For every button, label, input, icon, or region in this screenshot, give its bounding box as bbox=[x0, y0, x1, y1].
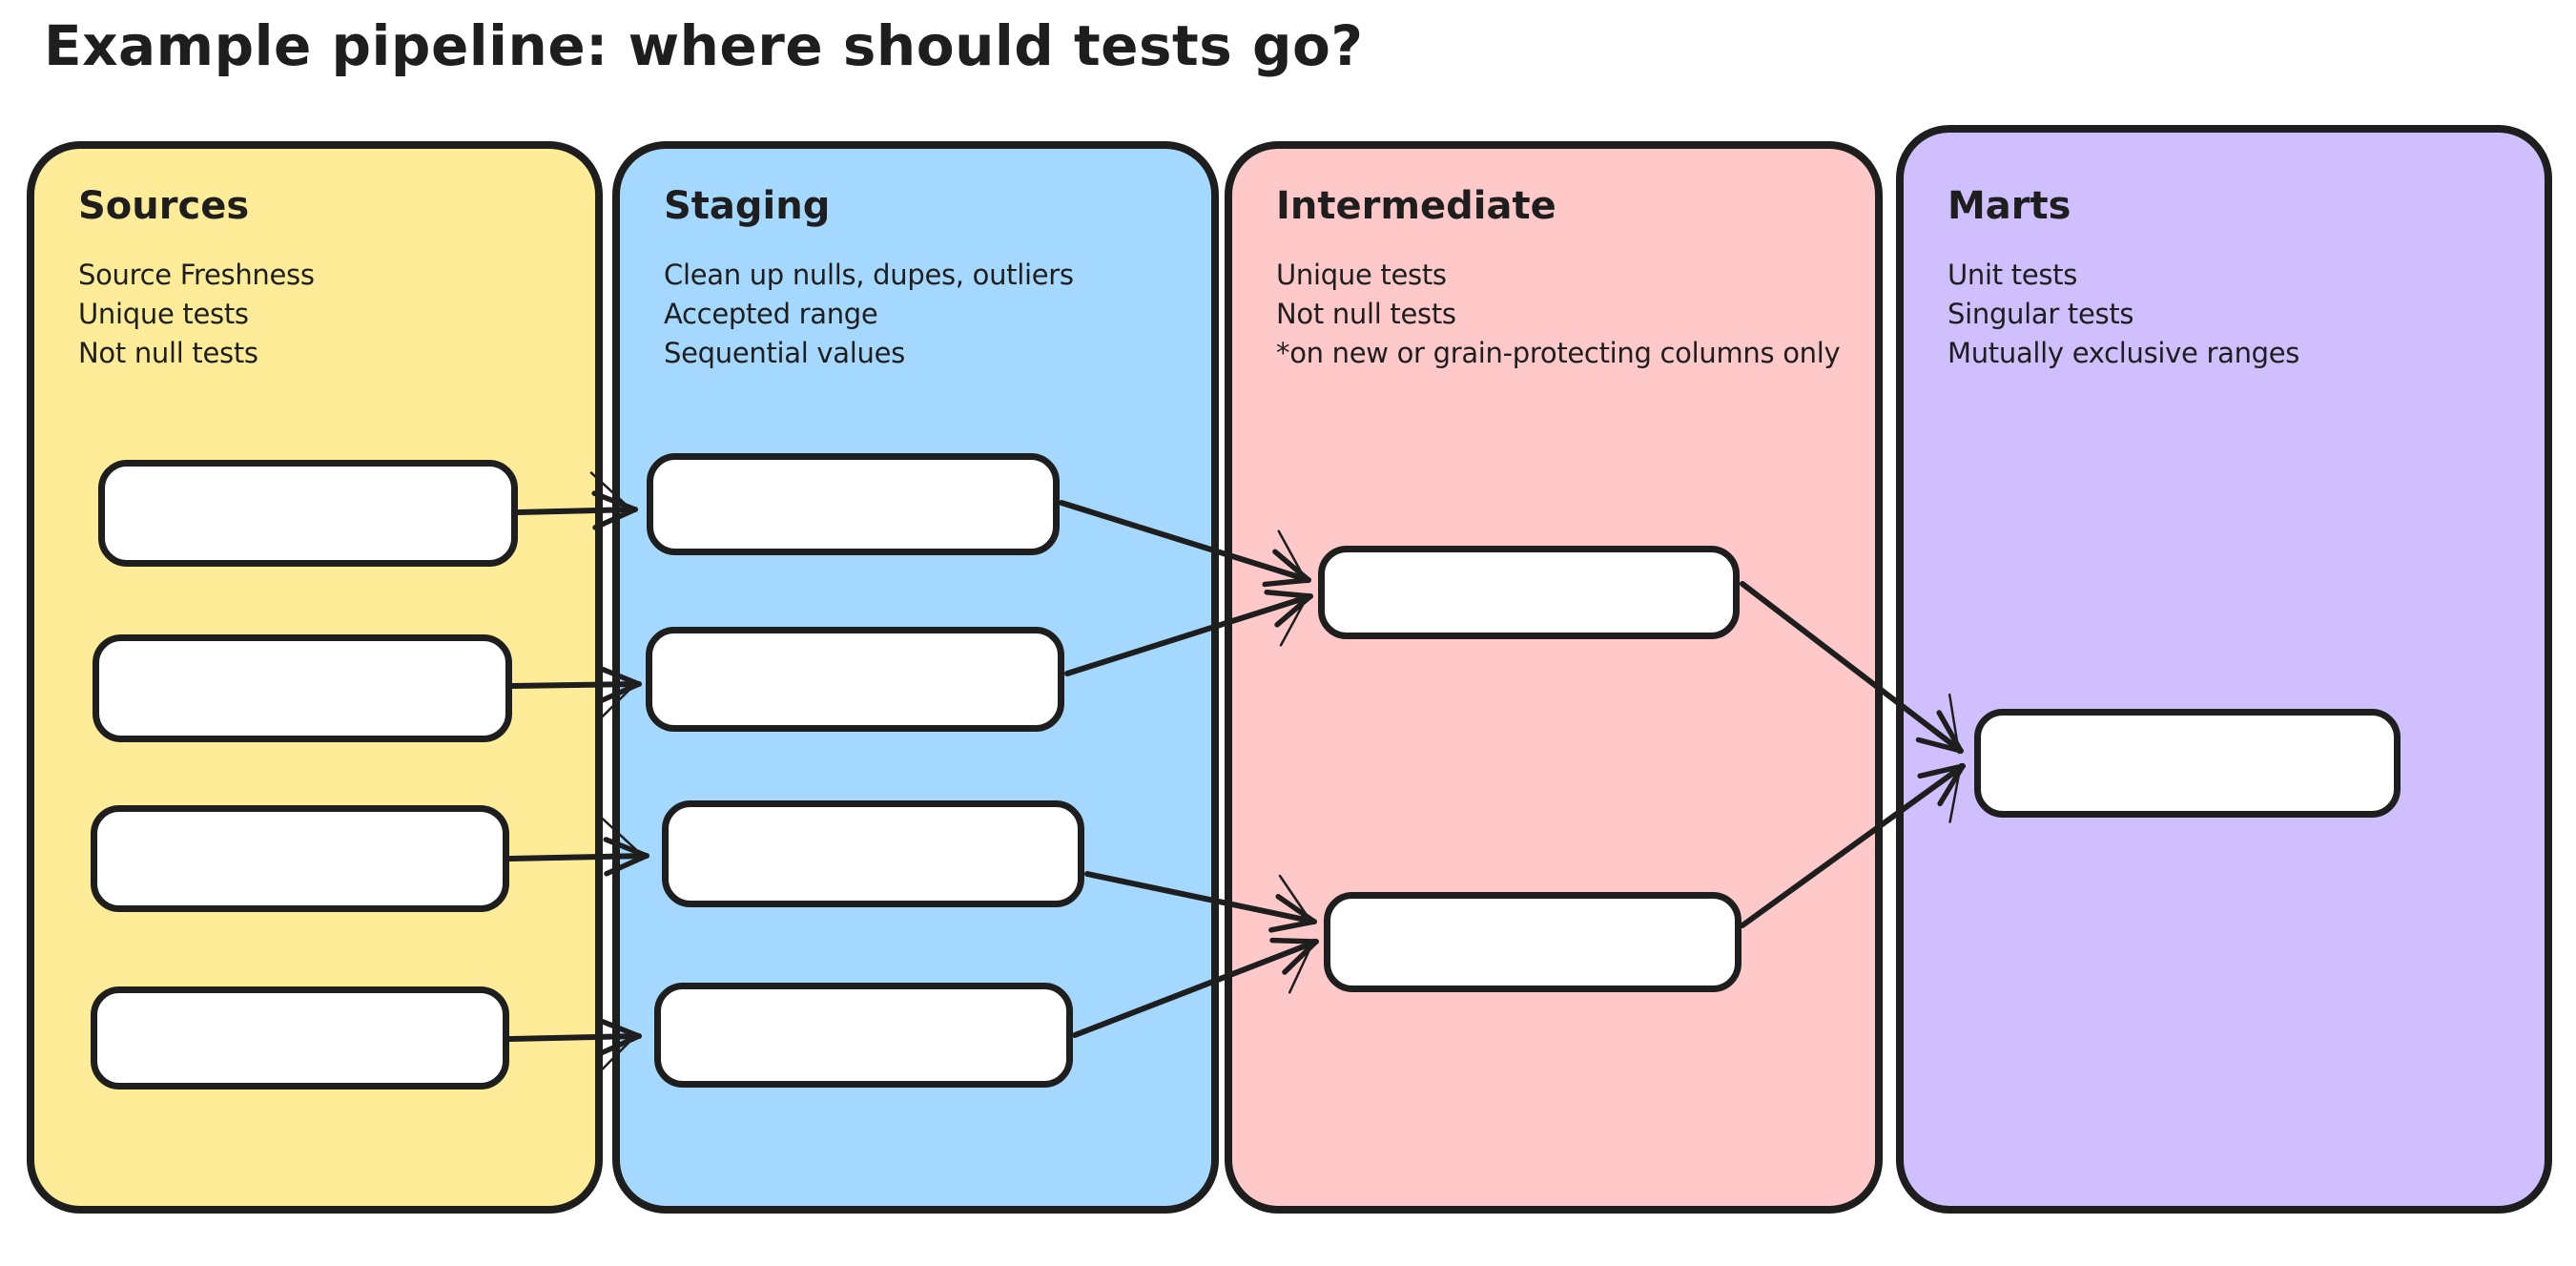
panel-note: Not null tests bbox=[78, 337, 258, 369]
panel-note: Clean up nulls, dupes, outliers bbox=[664, 259, 1074, 291]
diagram-title: Example pipeline: where should tests go? bbox=[44, 13, 1364, 78]
node-intermediate-1 bbox=[1318, 546, 1740, 639]
panel-sources-notes: Source Freshness Unique tests Not null t… bbox=[78, 256, 576, 373]
panel-note: Accepted range bbox=[664, 298, 878, 330]
panel-staging-header: Staging bbox=[664, 184, 831, 228]
panel-note: Unique tests bbox=[78, 298, 249, 330]
node-staging-2 bbox=[646, 627, 1064, 732]
panel-intermediate: Intermediate Unique tests Not null tests… bbox=[1225, 141, 1883, 1214]
panel-note: Source Freshness bbox=[78, 259, 315, 291]
node-staging-3 bbox=[662, 800, 1084, 907]
node-intermediate-2 bbox=[1324, 892, 1741, 992]
panel-note: *on new or grain-protecting columns only bbox=[1276, 337, 1841, 369]
node-sources-2 bbox=[93, 634, 512, 742]
node-sources-3 bbox=[91, 805, 509, 912]
panel-intermediate-header: Intermediate bbox=[1276, 184, 1556, 228]
panel-note: Unique tests bbox=[1276, 259, 1447, 291]
panel-marts-notes: Unit tests Singular tests Mutually exclu… bbox=[1947, 256, 2525, 373]
panel-staging-notes: Clean up nulls, dupes, outliers Accepted… bbox=[664, 256, 1192, 373]
node-staging-1 bbox=[647, 453, 1060, 555]
panel-note: Not null tests bbox=[1276, 298, 1456, 330]
panel-note: Sequential values bbox=[664, 337, 905, 369]
node-sources-1 bbox=[98, 460, 518, 567]
node-sources-4 bbox=[91, 986, 509, 1090]
node-staging-4 bbox=[654, 983, 1073, 1088]
panel-marts: Marts Unit tests Singular tests Mutually… bbox=[1896, 125, 2552, 1214]
panel-note: Mutually exclusive ranges bbox=[1947, 337, 2300, 369]
node-marts-1 bbox=[1974, 709, 2401, 818]
panel-intermediate-notes: Unique tests Not null tests *on new or g… bbox=[1276, 256, 1856, 373]
panel-marts-header: Marts bbox=[1947, 184, 2071, 228]
panel-note: Singular tests bbox=[1947, 298, 2134, 330]
panel-sources-header: Sources bbox=[78, 184, 250, 228]
panel-note: Unit tests bbox=[1947, 259, 2078, 291]
